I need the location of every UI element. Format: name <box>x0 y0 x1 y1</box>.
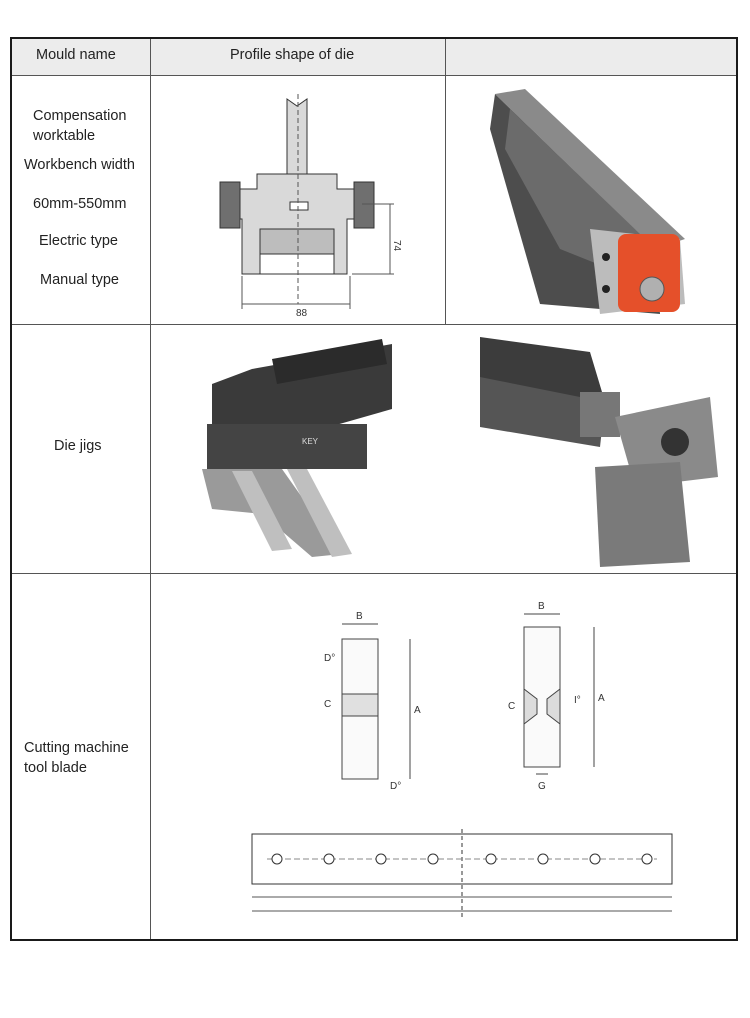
header-mould-name: Mould name <box>36 47 116 63</box>
label-a-right: A <box>598 693 605 704</box>
blade-drawing-right: B A C I° G <box>508 601 605 792</box>
row1-line-4: 60mm-550mm <box>33 196 127 212</box>
row1-line-3: Workbench width <box>24 157 135 173</box>
header-profile-shape: Profile shape of die <box>230 47 355 63</box>
label-i-right: I° <box>574 695 581 706</box>
mould-table: Mould name Profile shape of die Compensa… <box>10 37 738 941</box>
label-c-left: C <box>324 699 331 710</box>
row1-line-2: worktable <box>33 128 96 144</box>
row1-line-1: Compensation <box>33 108 127 124</box>
label-a-left: A <box>414 705 421 716</box>
blade-drawing-left: B A C D° D° <box>324 611 421 792</box>
row2-label: Die jigs <box>54 438 102 454</box>
dim-width-label: 88 <box>296 308 308 319</box>
label-d-left-bottom: D° <box>390 781 401 792</box>
row3-line-2: tool blade <box>24 760 87 776</box>
column-divider-1 <box>150 39 151 939</box>
label-b-right: B <box>538 601 545 612</box>
label-d-left-top: D° <box>324 653 335 664</box>
die-profile-drawing: 88 74 <box>219 94 402 319</box>
dim-height-label: 74 <box>391 240 402 252</box>
worktable-photo <box>490 89 685 314</box>
label-b-left: B <box>356 611 363 622</box>
row-divider-1 <box>12 324 736 325</box>
row1-line-6: Manual type <box>40 272 119 288</box>
row1-line-5: Electric type <box>39 233 118 249</box>
electric-drive-photo <box>480 337 718 567</box>
label-g-right: G <box>538 781 546 792</box>
brand-mark: KEY <box>302 437 319 446</box>
table-header: Mould name Profile shape of die <box>12 39 736 76</box>
column-divider-2 <box>445 39 446 324</box>
label-c-right: C <box>508 701 515 712</box>
die-jigs-photo: KEY <box>202 339 392 557</box>
row3-line-1: Cutting machine <box>24 740 129 756</box>
long-blade-drawing <box>251 829 673 919</box>
row-divider-2 <box>12 573 736 574</box>
